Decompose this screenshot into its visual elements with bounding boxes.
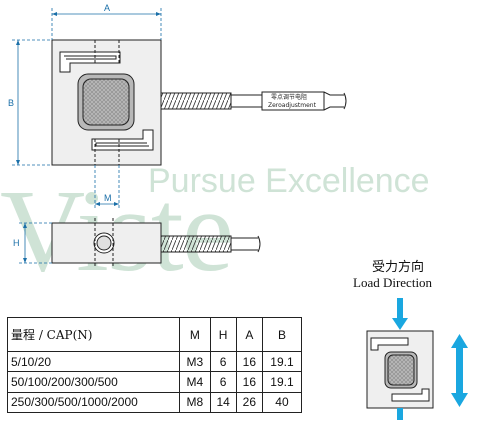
dimension-m: [94, 165, 120, 210]
cell-b: 19.1: [261, 371, 303, 393]
dim-a-label: A: [104, 3, 110, 13]
dim-m-label: M: [104, 193, 112, 203]
side-view: [51, 218, 261, 268]
cell-h: 14: [209, 391, 237, 414]
spec-table: 量程 / CAP(N) M H A B 5/10/20 M3 6 16 19.1…: [6, 316, 303, 414]
cell-m: M4: [179, 371, 211, 393]
bidirectional-arrow: [451, 334, 468, 407]
cell-cap: 250/300/500/1000/2000: [6, 391, 181, 414]
table-row: 5/10/20 M3 6 16 19.1: [6, 351, 303, 373]
cell-a: 16: [235, 371, 263, 393]
cell-a: 26: [235, 391, 263, 414]
cell-h: 6: [209, 351, 237, 373]
cell-b: 19.1: [261, 351, 303, 373]
header-cap: 量程 / CAP(N): [6, 316, 181, 353]
cell-a: 16: [235, 351, 263, 373]
dimension-b: [12, 39, 52, 166]
table-header-row: 量程 / CAP(N) M H A B: [6, 316, 303, 353]
zero-adjust-cn: 零点调节电阻: [271, 93, 307, 101]
dim-h-label: H: [13, 238, 20, 248]
header-b: B: [261, 316, 303, 353]
load-direction-diagram: [366, 330, 434, 409]
cell-cap: 50/100/200/300/500: [6, 371, 181, 393]
table-row: 250/300/500/1000/2000 M8 14 26 40: [6, 391, 303, 414]
watermark-tagline: Pursue Excellence: [148, 162, 430, 200]
cell-m: M8: [179, 391, 211, 414]
table-row: 50/100/200/300/500 M4 6 16 19.1: [6, 371, 303, 393]
load-direction-cn: 受力方向: [372, 260, 425, 275]
front-view: [51, 39, 347, 166]
header-h: H: [209, 316, 237, 353]
dim-b-label: B: [8, 98, 14, 108]
cell-b: 40: [261, 391, 303, 414]
zero-adjust-en: Zeroadjustment: [268, 102, 317, 109]
dimension-a: [51, 8, 162, 40]
load-direction-en: Load Direction: [353, 275, 433, 290]
cell-h: 6: [209, 371, 237, 393]
header-m: M: [179, 316, 211, 353]
dimension-h: [19, 222, 52, 264]
cell-cap: 5/10/20: [6, 351, 181, 373]
cell-m: M3: [179, 351, 211, 373]
header-a: A: [235, 316, 263, 353]
load-arrow-down: [392, 298, 408, 420]
